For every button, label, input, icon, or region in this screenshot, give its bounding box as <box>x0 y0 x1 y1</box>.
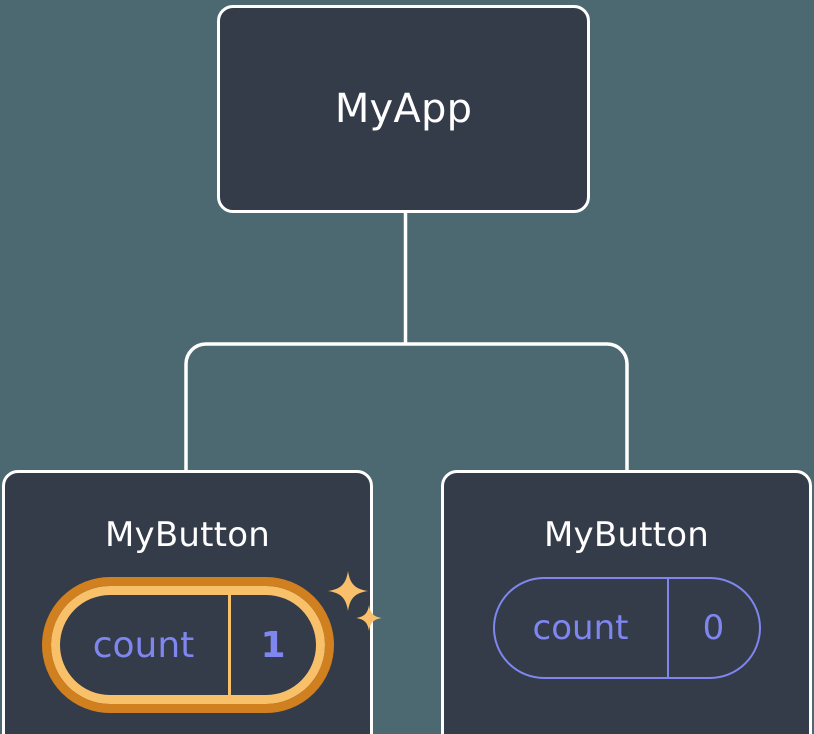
component-node-myapp[interactable]: MyApp <box>217 5 590 213</box>
component-node-mybutton-2[interactable]: MyButton count 0 <box>441 470 812 734</box>
component-node-mybutton-1[interactable]: MyButton count 1 <box>2 470 382 734</box>
sparkle-small-icon <box>355 605 382 631</box>
sparkle-large-icon <box>327 571 368 611</box>
state-pill-wrapper: count 1 <box>41 571 382 713</box>
node-title: MyButton <box>105 515 270 555</box>
state-value: 1 <box>227 586 316 704</box>
connector-branch-left <box>184 342 406 472</box>
connector-branch-right <box>405 342 629 472</box>
state-key: count <box>532 608 629 648</box>
state-key: count <box>92 624 195 666</box>
state-pill[interactable]: count 0 <box>492 577 761 679</box>
state-pill-highlighted[interactable]: count 1 <box>41 577 334 713</box>
state-pill-wrapper: count 0 <box>492 577 761 679</box>
state-value: 0 <box>666 579 759 677</box>
node-title: MyApp <box>334 86 473 132</box>
node-title: MyButton <box>544 515 709 555</box>
